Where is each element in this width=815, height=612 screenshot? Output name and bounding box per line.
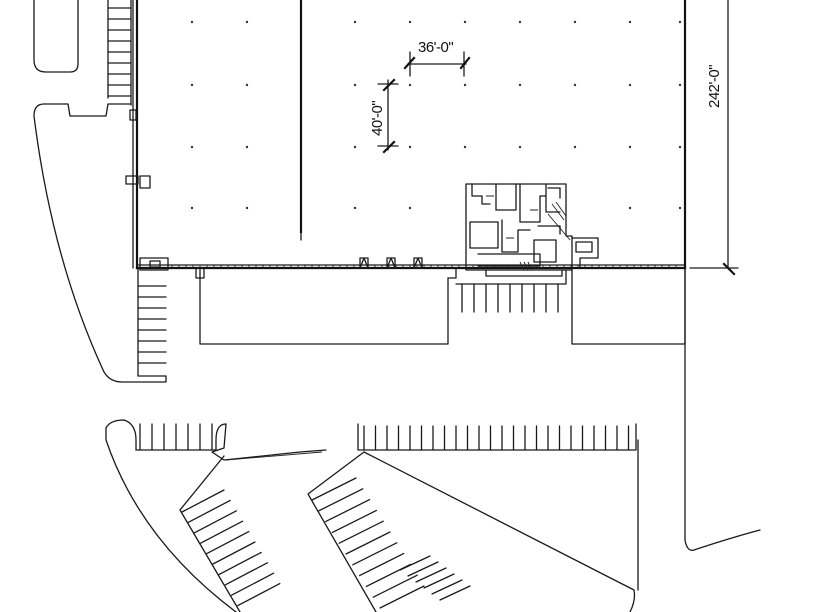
door-detail <box>129 109 137 121</box>
lower-parking-lot <box>105 419 639 612</box>
dimension-bay-depth: 40'-0" <box>369 78 399 154</box>
top-left-parking-strip <box>107 0 132 106</box>
office-area <box>465 183 599 277</box>
entry-vestibule <box>139 257 169 271</box>
top-left-curb-island <box>33 0 79 73</box>
dimension-building-depth: 242'-0" <box>689 0 739 276</box>
bay-width-label: 36'-0" <box>418 39 453 56</box>
entry-door <box>149 260 161 268</box>
dock-doors <box>171 257 677 269</box>
warehouse-building <box>125 0 687 271</box>
left-parking-stalls <box>137 285 167 364</box>
bay-depth-label: 40'-0" <box>369 101 386 136</box>
column-grid <box>190 20 682 210</box>
island-top-edge <box>43 103 132 117</box>
door-detail <box>125 175 139 185</box>
front-parking-stalls <box>461 283 559 313</box>
building-depth-label: 242'-0" <box>706 65 723 108</box>
left-curved-island <box>33 103 167 383</box>
stair-detail <box>139 175 151 189</box>
lower-parking-stalls <box>139 423 630 609</box>
front-apron <box>195 267 761 551</box>
dimension-bay-width: 36'-0" <box>403 39 471 77</box>
